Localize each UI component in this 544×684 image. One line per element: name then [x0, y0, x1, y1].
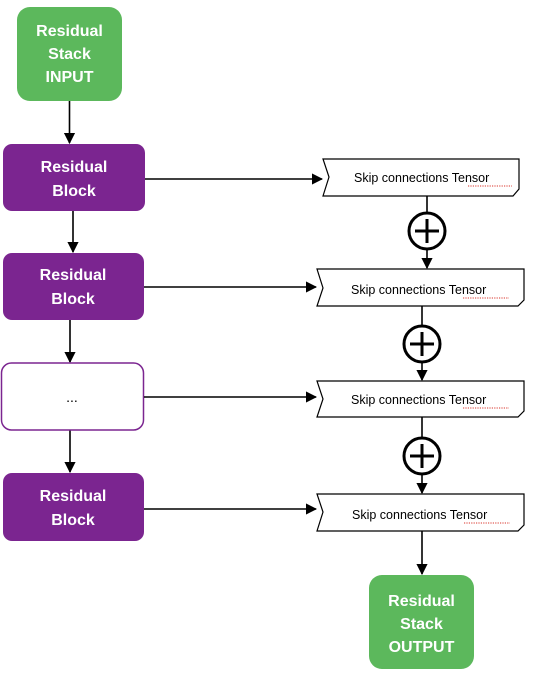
input-line3: INPUT: [46, 69, 94, 86]
plus-circle-icon: [402, 436, 442, 476]
ellipsis-text: ...: [66, 389, 78, 405]
skip-connection-2-label: Skip connections Tensor: [351, 283, 486, 297]
skip-connection-3-label: Skip connections Tensor: [351, 393, 486, 407]
residual-block-1-box: [3, 144, 145, 211]
output-line1: Residual: [388, 593, 455, 610]
skip-connection-4: Skip connections Tensor: [316, 493, 525, 532]
output-node: Residual Stack OUTPUT: [369, 575, 474, 669]
plus-circle-icon: [402, 324, 442, 364]
skip-connection-1-label: Skip connections Tensor: [354, 171, 489, 185]
residual-block-2: Residual Block: [3, 253, 144, 320]
output-line3: OUTPUT: [389, 639, 455, 656]
output-node-box: [369, 575, 474, 669]
block-2-line2: Block: [51, 291, 95, 308]
ellipsis-block-box: [0, 362, 145, 431]
residual-block-2-box: [3, 253, 144, 320]
input-node-box: [17, 7, 122, 101]
input-line1: Residual: [36, 23, 103, 40]
block-4-line1: Residual: [40, 488, 107, 505]
plus-circle-icon: [407, 211, 447, 251]
residual-block-4: Residual Block: [3, 473, 144, 541]
skip-connection-1: Skip connections Tensor: [322, 158, 520, 197]
skip-connection-3-box: [316, 380, 525, 418]
residual-block-4-box: [3, 473, 144, 541]
skip-connection-2-box: [316, 268, 525, 307]
ellipsis-block: ...: [0, 362, 145, 431]
skip-connection-2: Skip connections Tensor: [316, 268, 525, 307]
block-1-line1: Residual: [41, 159, 108, 176]
block-1-line2: Block: [52, 183, 96, 200]
skip-connection-4-label: Skip connections Tensor: [352, 508, 487, 522]
residual-block-1: Residual Block: [3, 144, 145, 211]
skip-connection-3: Skip connections Tensor: [316, 380, 525, 418]
input-line2: Stack: [48, 46, 91, 63]
block-4-line2: Block: [51, 512, 95, 529]
skip-connection-4-box: [316, 493, 525, 532]
block-2-line1: Residual: [40, 267, 107, 284]
skip-connection-1-box: [322, 158, 520, 197]
input-node: Residual Stack INPUT: [17, 7, 122, 101]
output-line2: Stack: [400, 616, 443, 633]
